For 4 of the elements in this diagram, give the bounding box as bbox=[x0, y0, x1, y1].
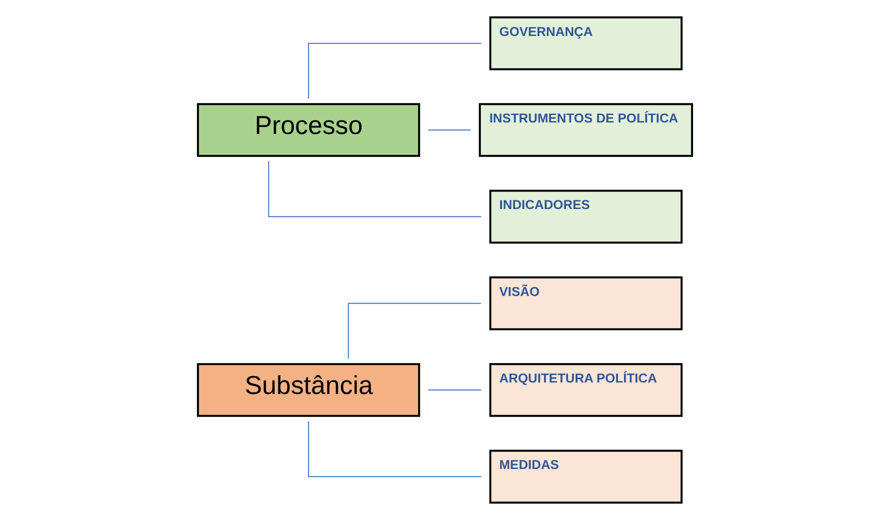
connector bbox=[308, 420, 482, 478]
connector bbox=[348, 302, 482, 360]
connector bbox=[308, 42, 482, 100]
connector bbox=[268, 160, 482, 218]
